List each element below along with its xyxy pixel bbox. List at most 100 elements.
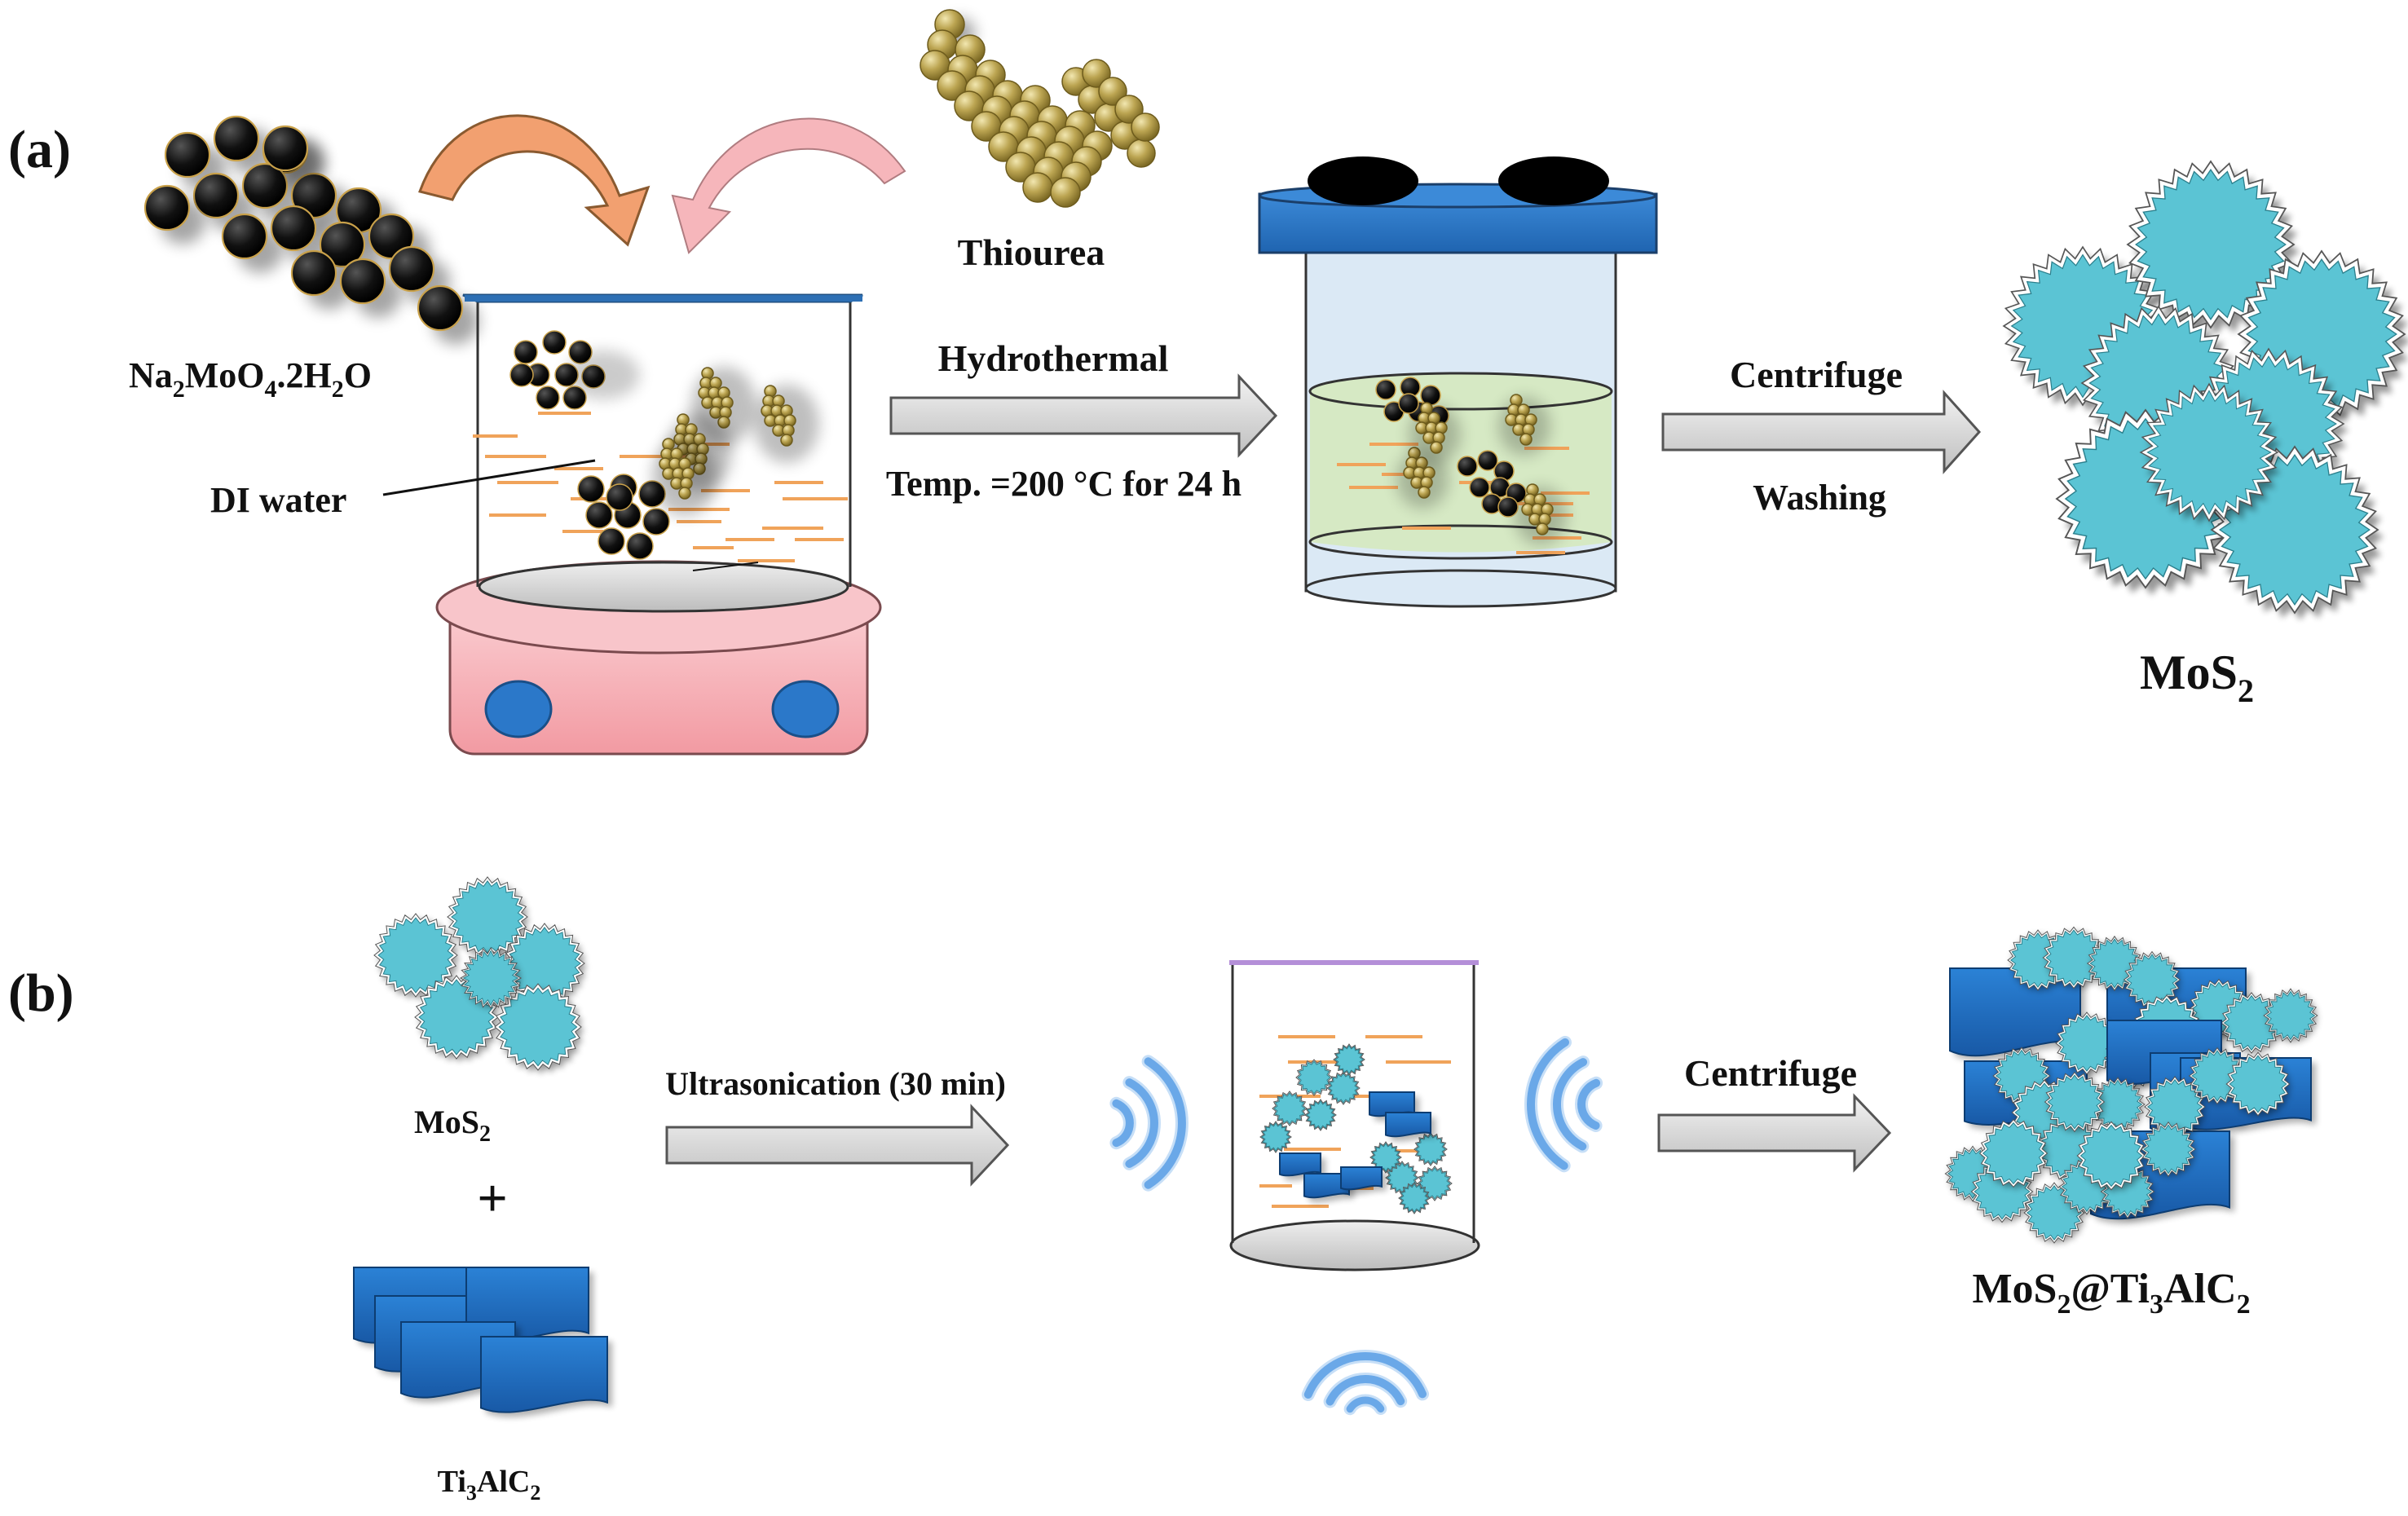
mos2-spiky-sphere [2135, 169, 2287, 320]
sphere [606, 483, 633, 511]
process-arrow-icon [665, 1104, 1010, 1187]
sphere [290, 249, 337, 297]
beaker-icon [1229, 960, 1480, 1271]
sphere [192, 172, 240, 219]
ti3alc2-input-sheets [353, 1267, 612, 1417]
molybdate-precursor-spheres [143, 115, 479, 345]
sphere [1131, 112, 1160, 142]
sphere [1375, 379, 1396, 400]
sphere [1536, 522, 1549, 535]
mos2-product-label: MoS2 [2140, 646, 2254, 709]
mos2-spiky-sphere [2191, 1050, 2243, 1102]
ti3alc2-sheet [480, 1336, 608, 1413]
sphere [1477, 450, 1498, 471]
composite-product [1944, 926, 2319, 1245]
mos2-product-spheres [2002, 160, 2408, 620]
mos2-spiky-sphere [1415, 1134, 1446, 1165]
sphere [1398, 393, 1419, 414]
mos2-spiky-sphere [2079, 1124, 2143, 1188]
mos2-spiky-sphere [1273, 1092, 1306, 1125]
beaker-b-contents [1259, 1035, 1453, 1214]
sphere [164, 131, 211, 178]
sphere [1127, 139, 1156, 168]
mos2-spiky-sphere [1260, 1122, 1291, 1152]
mos2-spiky-sphere [1334, 1044, 1365, 1075]
sphere [270, 205, 317, 252]
panel-b-letter: (b) [8, 963, 74, 1023]
sound-wave-icon [1109, 1035, 1603, 1416]
sphere [598, 527, 625, 555]
process-arrow-icon [889, 373, 1278, 458]
sound-wave-icon [1144, 1057, 1186, 1189]
ti3alc2-input-label: Ti3AlC2 [438, 1465, 541, 1505]
centrifuge-label-b: Centrifuge [1684, 1052, 1857, 1094]
mos2-spiky-sphere [2146, 390, 2272, 515]
mos2-spiky-sphere [2223, 994, 2280, 1051]
process-arrow-icon [1657, 1093, 1892, 1173]
sphere [262, 125, 309, 172]
ti3alc2-sheet [1385, 1112, 1431, 1138]
sphere [585, 501, 613, 529]
sphere [542, 330, 567, 355]
sphere [417, 284, 464, 332]
sphere [514, 340, 538, 364]
sphere [221, 213, 268, 260]
sound-wave-icon [1303, 1352, 1427, 1399]
beaker-icon [462, 293, 863, 587]
sound-wave-icon [1125, 1078, 1158, 1168]
mos2-spiky-sphere [1418, 1167, 1451, 1200]
sound-wave-icon [1112, 1099, 1134, 1148]
mos2-spiky-sphere [1982, 1122, 2045, 1185]
centrifuge-label-a: Centrifuge [1730, 354, 1903, 395]
washing-label: Washing [1753, 478, 1886, 518]
mos2-spiky-sphere [1370, 1142, 1401, 1173]
mos2-spiky-sphere [1399, 1183, 1430, 1214]
sphere [1022, 172, 1053, 203]
sphere [368, 213, 415, 260]
composite-label: MoS2@Ti3AlC2 [1972, 1266, 2250, 1320]
sphere [642, 508, 670, 535]
sphere [1457, 456, 1478, 477]
di-water-label: DI water [210, 480, 346, 520]
mos2-spiky-sphere [2047, 1074, 2102, 1130]
sphere [213, 115, 260, 162]
molybdate-label: Na2MoO4.2H2O [129, 355, 372, 403]
sphere [388, 245, 435, 293]
temperature-label: Temp. =200 °C for 24 h [886, 464, 1241, 504]
curved-arrow-icon [418, 114, 651, 247]
plus-sign: + [477, 1169, 508, 1228]
sphere [678, 487, 691, 500]
ti3alc2-sheet [1279, 1152, 1321, 1177]
ultrasonication-label: Ultrasonication (30 min) [665, 1065, 1006, 1102]
sound-wave-icon [1527, 1038, 1569, 1170]
sphere [339, 258, 386, 305]
sound-wave-icon [1577, 1078, 1601, 1130]
sphere [1519, 433, 1533, 446]
sphere [1418, 486, 1431, 499]
ti3alc2-sheet [1303, 1173, 1350, 1199]
mos2-spiky-sphere [2089, 938, 2140, 989]
beaker-particles [509, 330, 819, 560]
mos2-input-label: MoS2 [414, 1104, 491, 1147]
sphere [509, 363, 534, 387]
sphere [1050, 177, 1081, 208]
mos2-spiky-sphere [2229, 1055, 2287, 1113]
mos2-spiky-sphere [2045, 929, 2102, 986]
ti3alc2-sheet [1340, 1166, 1383, 1191]
mos2-spiky-sphere [2058, 1015, 2115, 1072]
autoclave-icon [1258, 156, 1658, 608]
sphere [536, 386, 560, 410]
autoclave-particles [1375, 377, 1567, 545]
sphere [780, 434, 793, 447]
thiourea-label: Thiourea [958, 231, 1105, 273]
mos2-spiky-sphere [2265, 990, 2316, 1041]
sphere [241, 162, 289, 209]
sound-wave-icon [1346, 1396, 1385, 1413]
sound-wave-icon [1553, 1058, 1588, 1151]
mos2-spiky-sphere [498, 987, 578, 1067]
sphere [1430, 441, 1443, 454]
thiourea-spheres [920, 9, 1160, 208]
panel-a-letter: (a) [8, 120, 71, 179]
sphere [1469, 477, 1490, 498]
